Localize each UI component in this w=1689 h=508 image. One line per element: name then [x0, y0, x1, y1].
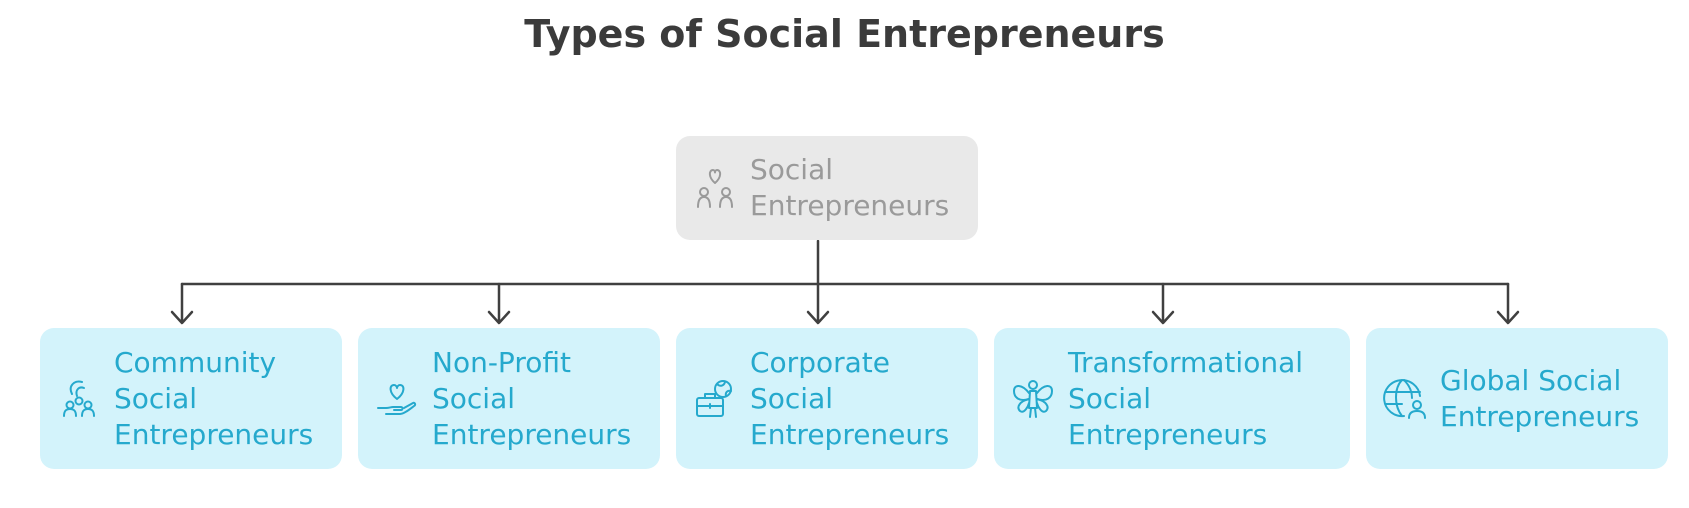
root-node: Social Entrepreneurs [676, 136, 978, 240]
people-heart-icon [690, 163, 740, 213]
arrow-to-transformational [1151, 282, 1175, 325]
transformational-label: Transformational Social Entrepreneurs [1068, 345, 1304, 451]
arrow-to-corporate [806, 282, 830, 325]
global-label: Global Social Entrepreneurs [1440, 363, 1640, 433]
arrow-to-community [170, 282, 194, 325]
community-label: Community Social Entrepreneurs [114, 345, 314, 451]
node-corporate: Corporate Social Entrepreneurs [676, 328, 978, 469]
corporate-label: Corporate Social Entrepreneurs [750, 345, 950, 451]
butterfly-person-icon [1008, 374, 1058, 424]
node-community: Community Social Entrepreneurs [40, 328, 342, 469]
node-transformational: Transformational Social Entrepreneurs [994, 328, 1350, 469]
briefcase-globe-icon [690, 374, 740, 424]
arrow-to-global [1496, 282, 1520, 325]
diagram-title: Types of Social Entrepreneurs [524, 12, 1165, 56]
node-global: Global Social Entrepreneurs [1366, 328, 1668, 469]
globe-person-icon [1380, 374, 1430, 424]
node-non-profit: Non-Profit Social Entrepreneurs [358, 328, 660, 469]
community-group-icon [54, 374, 104, 424]
hand-heart-icon [372, 374, 422, 424]
arrow-to-non-profit [487, 282, 511, 325]
root-label: Social Entrepreneurs [750, 153, 950, 222]
non-profit-label: Non-Profit Social Entrepreneurs [432, 345, 632, 451]
